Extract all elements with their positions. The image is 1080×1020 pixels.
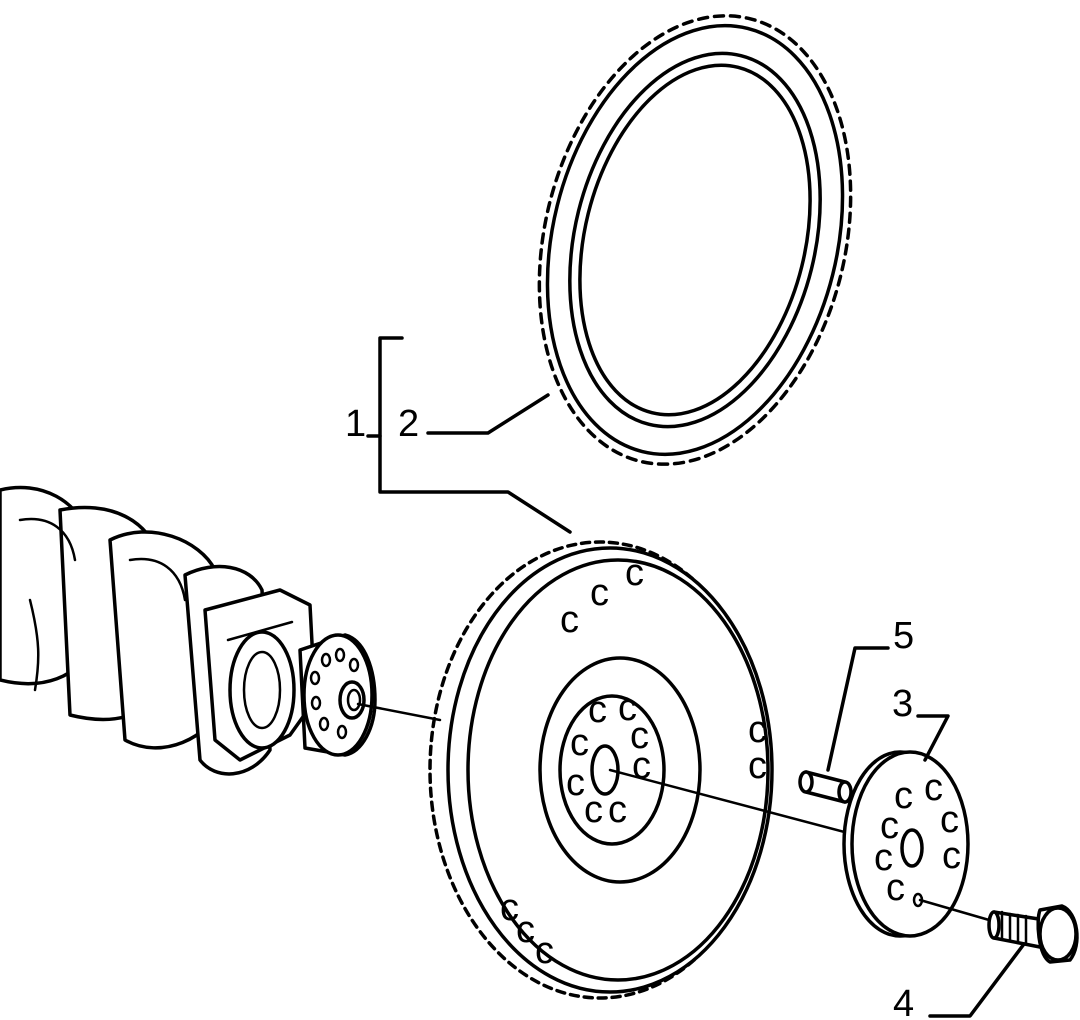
ring-gear <box>537 14 853 466</box>
svg-text:c: c <box>874 837 893 879</box>
callout-1: 1 <box>345 403 366 445</box>
svg-text:c: c <box>516 909 535 951</box>
dowel-pin <box>798 770 853 804</box>
washer-plate: c c c c c c c <box>842 750 970 938</box>
callout-4: 4 <box>893 983 914 1020</box>
svg-text:c: c <box>940 799 959 841</box>
washer-holes: c c c c c c c <box>874 767 961 909</box>
svg-text:c: c <box>584 789 603 831</box>
alignment-line-washer <box>918 898 998 924</box>
svg-text:c: c <box>618 687 637 729</box>
callout-3: 3 <box>892 683 913 725</box>
callout-2: 2 <box>398 403 419 445</box>
svg-text:c: c <box>886 867 905 909</box>
svg-text:c: c <box>748 745 767 787</box>
svg-text:c: c <box>880 805 899 847</box>
svg-text:c: c <box>625 552 644 594</box>
svg-text:c: c <box>894 775 913 817</box>
callout-labels: 1 2 3 4 5 <box>345 403 914 1020</box>
crankshaft <box>0 485 377 776</box>
svg-text:c: c <box>500 887 519 929</box>
svg-text:c: c <box>924 767 943 809</box>
svg-text:c: c <box>570 722 589 764</box>
leader-lines <box>366 336 1026 1018</box>
svg-text:c: c <box>630 715 649 757</box>
svg-text:c: c <box>560 599 579 641</box>
callout-5: 5 <box>893 615 914 657</box>
svg-text:c: c <box>535 930 554 972</box>
flange-bolt-holes <box>309 647 360 740</box>
alignment-line-crank <box>356 702 442 722</box>
bolt <box>987 904 1079 964</box>
flywheel-rim-holes: c c c c c c c c <box>500 552 767 972</box>
svg-text:c: c <box>942 835 961 877</box>
svg-text:c: c <box>748 709 767 751</box>
svg-text:c: c <box>608 789 627 831</box>
svg-text:c: c <box>590 572 609 614</box>
svg-text:c: c <box>566 762 585 804</box>
svg-text:c: c <box>588 689 607 731</box>
flywheel: c c c c c c c c c c c c c c c c <box>428 540 774 1000</box>
